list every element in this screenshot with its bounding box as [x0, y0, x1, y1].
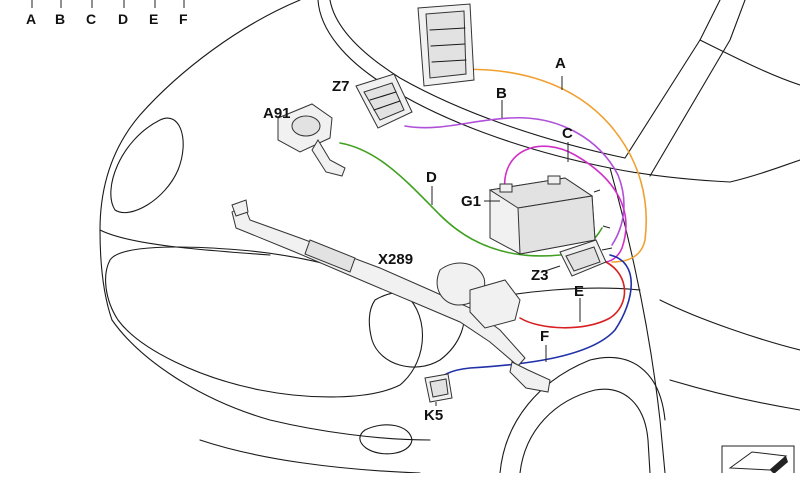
component-labels: Z7 A91 G1 X289 Z3 K5 [263, 78, 549, 424]
label-wire-e: E [574, 283, 584, 300]
label-a91: A91 [263, 105, 291, 122]
label-wire-a: A [555, 55, 566, 72]
legend-label-d: D [118, 11, 128, 27]
legend-label-b: B [55, 11, 65, 27]
wire-c [503, 145, 627, 263]
label-x289: X289 [378, 251, 413, 268]
wire-e [519, 261, 626, 329]
g1-battery [488, 175, 596, 255]
legend-label-c: C [86, 11, 96, 27]
car-body-outline [99, 0, 800, 474]
wiring-harness [339, 68, 648, 383]
legend-label-f: F [179, 11, 188, 27]
a91-component [277, 103, 346, 177]
wire-f [437, 254, 632, 383]
wire-labels: A B C D E F [426, 55, 584, 345]
wire-b [404, 117, 625, 246]
fuse-box-top [417, 3, 475, 87]
z7-component [355, 73, 413, 129]
label-g1: G1 [461, 193, 481, 210]
top-legend: A B C D E F [26, 0, 188, 27]
k5-relay [424, 373, 453, 403]
x289-steering-rack [231, 199, 551, 393]
legend-label-a: A [26, 11, 36, 27]
label-wire-b: B [496, 85, 507, 102]
label-wire-d: D [426, 169, 437, 186]
label-wire-f: F [540, 328, 549, 345]
view-direction-icon [721, 445, 795, 478]
label-wire-c: C [562, 125, 573, 142]
label-z3: Z3 [531, 267, 549, 284]
leader-lines [431, 76, 613, 406]
legend-label-e: E [149, 11, 158, 27]
wire-a [445, 68, 648, 263]
z3-module [559, 239, 607, 277]
label-k5: K5 [424, 407, 443, 424]
label-z7: Z7 [332, 78, 350, 95]
